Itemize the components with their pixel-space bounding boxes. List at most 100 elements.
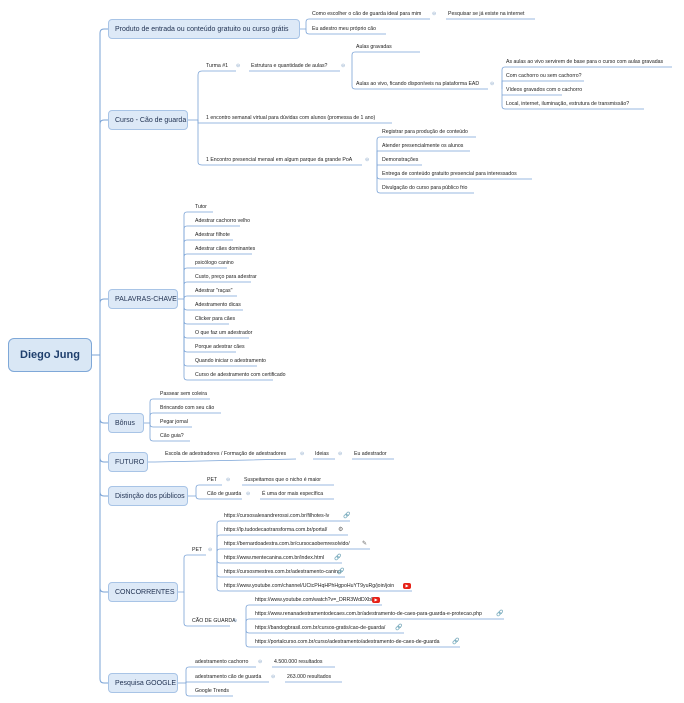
competitor-link[interactable]: https://cursosalexandrerossi.com.br/filh… bbox=[224, 513, 330, 519]
collapse-circle-icon[interactable]: ⊖ bbox=[300, 451, 305, 457]
collapse-circle-icon[interactable]: ⊖ bbox=[233, 618, 238, 624]
connector-line bbox=[300, 18, 430, 30]
node-av-3[interactable]: Local, internet, iluminação, estrutura d… bbox=[506, 101, 630, 107]
connector-line bbox=[185, 681, 269, 683]
keyword-item[interactable]: Curso de adestramento com certificado bbox=[195, 372, 286, 378]
topic-bonus[interactable]: Bônus bbox=[108, 413, 144, 433]
page-icon[interactable]: ✎ bbox=[362, 541, 368, 547]
keyword-item[interactable]: Adestrar cachorro velho bbox=[195, 218, 251, 224]
node-concorrentes-pet[interactable]: PET bbox=[192, 547, 203, 553]
keyword-item[interactable]: Adestrar filhote bbox=[195, 232, 230, 238]
node-aulas-gravadas[interactable]: Aulas gravadas bbox=[356, 44, 392, 50]
search-result-count[interactable]: 263.000 resultados bbox=[287, 674, 332, 680]
node-aulas-ao-vivo[interactable]: Aulas ao vivo, ficando disponíveis na pl… bbox=[356, 81, 480, 87]
topic-produto[interactable]: Produto de entrada ou conteúdo gratuito … bbox=[108, 19, 300, 39]
connector-line bbox=[183, 211, 213, 299]
youtube-play-icon[interactable]: ▶ bbox=[372, 597, 380, 603]
keyword-item[interactable]: Tutor bbox=[195, 204, 207, 210]
topic-palavras-chave[interactable]: PALAVRAS-CHAVE bbox=[108, 289, 178, 309]
connector-line bbox=[149, 412, 221, 423]
collapse-circle-icon[interactable]: ⊖ bbox=[338, 451, 343, 457]
collapse-circle-icon[interactable]: ⊖ bbox=[258, 659, 263, 665]
keyword-item[interactable]: Quando iniciar o adestramento bbox=[195, 358, 266, 364]
node-av-0[interactable]: As aulas ao vivo servirem de base para o… bbox=[506, 59, 664, 65]
node-dor-especifica[interactable]: É uma dor mais específica bbox=[262, 491, 324, 497]
bonus-item[interactable]: Passear sem coleira bbox=[160, 391, 207, 397]
collapse-circle-icon[interactable]: ⊖ bbox=[226, 477, 231, 483]
competitor-link[interactable]: https://lp.tudodecaotransforma.com.br/po… bbox=[224, 527, 328, 533]
node-como-escolher[interactable]: Como escolher o cão de guarda ideal para… bbox=[312, 11, 422, 17]
node-pr-4[interactable]: Divulgação do curso para público frio bbox=[382, 185, 468, 191]
topic-concorrentes[interactable]: CONCORRENTES bbox=[108, 582, 178, 602]
node-turma[interactable]: Turma #1 bbox=[206, 63, 229, 69]
node-concorrentes-cao[interactable]: CÃO DE GUARDA bbox=[192, 618, 236, 624]
keyword-item[interactable]: Adestrar "raças" bbox=[195, 288, 233, 294]
connector-line bbox=[185, 666, 256, 683]
page-icon[interactable]: ⚙ bbox=[338, 527, 344, 533]
topic-pesquisa-google[interactable]: Pesquisa GOOGLE bbox=[108, 673, 178, 693]
connector-line bbox=[197, 70, 236, 120]
bonus-item[interactable]: Cão guia? bbox=[160, 433, 184, 439]
competitor-link[interactable]: https://bernardoadestra.com.br/cursocaob… bbox=[224, 541, 350, 547]
search-keyword[interactable]: adestramento cão de guarda bbox=[195, 674, 262, 680]
competitor-link[interactable]: https://www.youtube.com/channel/UCtcPHqH… bbox=[224, 583, 395, 589]
bonus-item[interactable]: Pegar jornal bbox=[160, 419, 188, 425]
collapse-circle-icon[interactable]: ⊖ bbox=[271, 674, 276, 680]
youtube-play-icon[interactable]: ▶ bbox=[403, 583, 411, 589]
search-result-count[interactable]: 4.500.000 resultados bbox=[274, 659, 323, 665]
keyword-item[interactable]: Custo, preço para adestrar bbox=[195, 274, 257, 280]
node-pr-2[interactable]: Demonstrações bbox=[382, 157, 419, 163]
topic-label: Curso - Cão de guarda bbox=[115, 116, 187, 124]
keyword-item[interactable]: Porque adestrar cães bbox=[195, 344, 245, 350]
node-pr-1[interactable]: Atender presencialmente os alunos bbox=[382, 143, 464, 149]
keyword-item[interactable]: Adestramento dicas bbox=[195, 302, 241, 308]
connector-line bbox=[185, 683, 233, 697]
search-keyword[interactable]: adestramento cachorro bbox=[195, 659, 249, 665]
node-escola[interactable]: Escola de adestradores / Formação de ade… bbox=[165, 451, 287, 457]
chain-link-icon[interactable]: 🔗 bbox=[343, 513, 351, 519]
collapse-circle-icon[interactable]: ⊖ bbox=[236, 63, 241, 69]
node-ideias[interactable]: Ideias bbox=[315, 451, 329, 457]
collapse-circle-icon[interactable]: ⊖ bbox=[208, 547, 213, 553]
node-encontro-semanal[interactable]: 1 encontro semanal virtual para dúvidas … bbox=[206, 115, 376, 121]
node-pr-3[interactable]: Entrega de conteúdo gratuito presencial … bbox=[382, 171, 517, 177]
chain-link-icon[interactable]: 🔗 bbox=[337, 569, 345, 575]
root-topic[interactable]: Diego Jung bbox=[8, 338, 92, 372]
keyword-item[interactable]: Clicker para cães bbox=[195, 316, 236, 322]
node-pesquisar[interactable]: Pesquisar se já existe na internet bbox=[448, 11, 525, 17]
competitor-link[interactable]: https://www.youtube.com/watch?v=_DRR3WdD… bbox=[255, 597, 374, 603]
chain-link-icon[interactable]: 🔗 bbox=[452, 639, 460, 645]
node-av-2[interactable]: Vídeos gravados com o cachorro bbox=[506, 87, 583, 93]
competitor-link[interactable]: https://www.renanadestramentodecaes.com.… bbox=[255, 611, 482, 617]
keyword-item[interactable]: psicólogo canino bbox=[195, 260, 234, 266]
node-estrutura[interactable]: Estrutura e quantidade de aulas? bbox=[251, 63, 328, 69]
keyword-item[interactable]: Adestrar cães dominantes bbox=[195, 246, 256, 252]
node-eu-adestro[interactable]: Eu adestro meu próprio cão bbox=[312, 26, 377, 32]
competitor-link[interactable]: https://bandogbrasil.com.br/cursos-grati… bbox=[255, 625, 386, 631]
keyword-item[interactable]: O que faz um adestrador bbox=[195, 330, 253, 336]
node-suspeitamos[interactable]: Suspeitamos que o nicho é maior bbox=[244, 477, 321, 483]
node-pr-0[interactable]: Registrar para produção de conteúdo bbox=[382, 129, 468, 135]
node-encontro-presencial[interactable]: 1 Encontro presencial mensal em algum pa… bbox=[206, 157, 353, 163]
competitor-link[interactable]: https://portalcurso.com.br/curso/adestra… bbox=[255, 639, 440, 645]
collapse-circle-icon[interactable]: ⊖ bbox=[341, 63, 346, 69]
chain-link-icon[interactable]: 🔗 bbox=[334, 555, 342, 561]
competitor-link[interactable]: https://www.mentecanina.com.br/index.htm… bbox=[224, 555, 325, 561]
node-av-1[interactable]: Com cachorro ou sem cachorro? bbox=[506, 73, 582, 79]
chain-link-icon[interactable]: 🔗 bbox=[496, 611, 504, 617]
node-cao-de-guarda[interactable]: Cão de guarda bbox=[207, 491, 242, 497]
topic-futuro[interactable]: FUTURO bbox=[108, 452, 148, 472]
search-keyword[interactable]: Google Trends bbox=[195, 688, 230, 694]
collapse-circle-icon[interactable]: ⊖ bbox=[490, 81, 495, 87]
competitor-link[interactable]: https://cursosmestres.com.br/adestrament… bbox=[224, 569, 341, 575]
chain-link-icon[interactable]: 🔗 bbox=[395, 625, 403, 631]
collapse-circle-icon[interactable]: ⊖ bbox=[365, 157, 370, 163]
node-eu-adestrador[interactable]: Eu adestrador bbox=[354, 451, 387, 457]
node-pet[interactable]: PET bbox=[207, 477, 218, 483]
topic-distincao[interactable]: Distinção dos públicos bbox=[108, 486, 188, 506]
connector-line bbox=[216, 534, 348, 555]
collapse-circle-icon[interactable]: ⊖ bbox=[246, 491, 251, 497]
topic-curso[interactable]: Curso - Cão de guarda bbox=[108, 110, 188, 130]
collapse-circle-icon[interactable]: ⊖ bbox=[432, 11, 437, 17]
bonus-item[interactable]: Brincando com seu cão bbox=[160, 405, 215, 411]
